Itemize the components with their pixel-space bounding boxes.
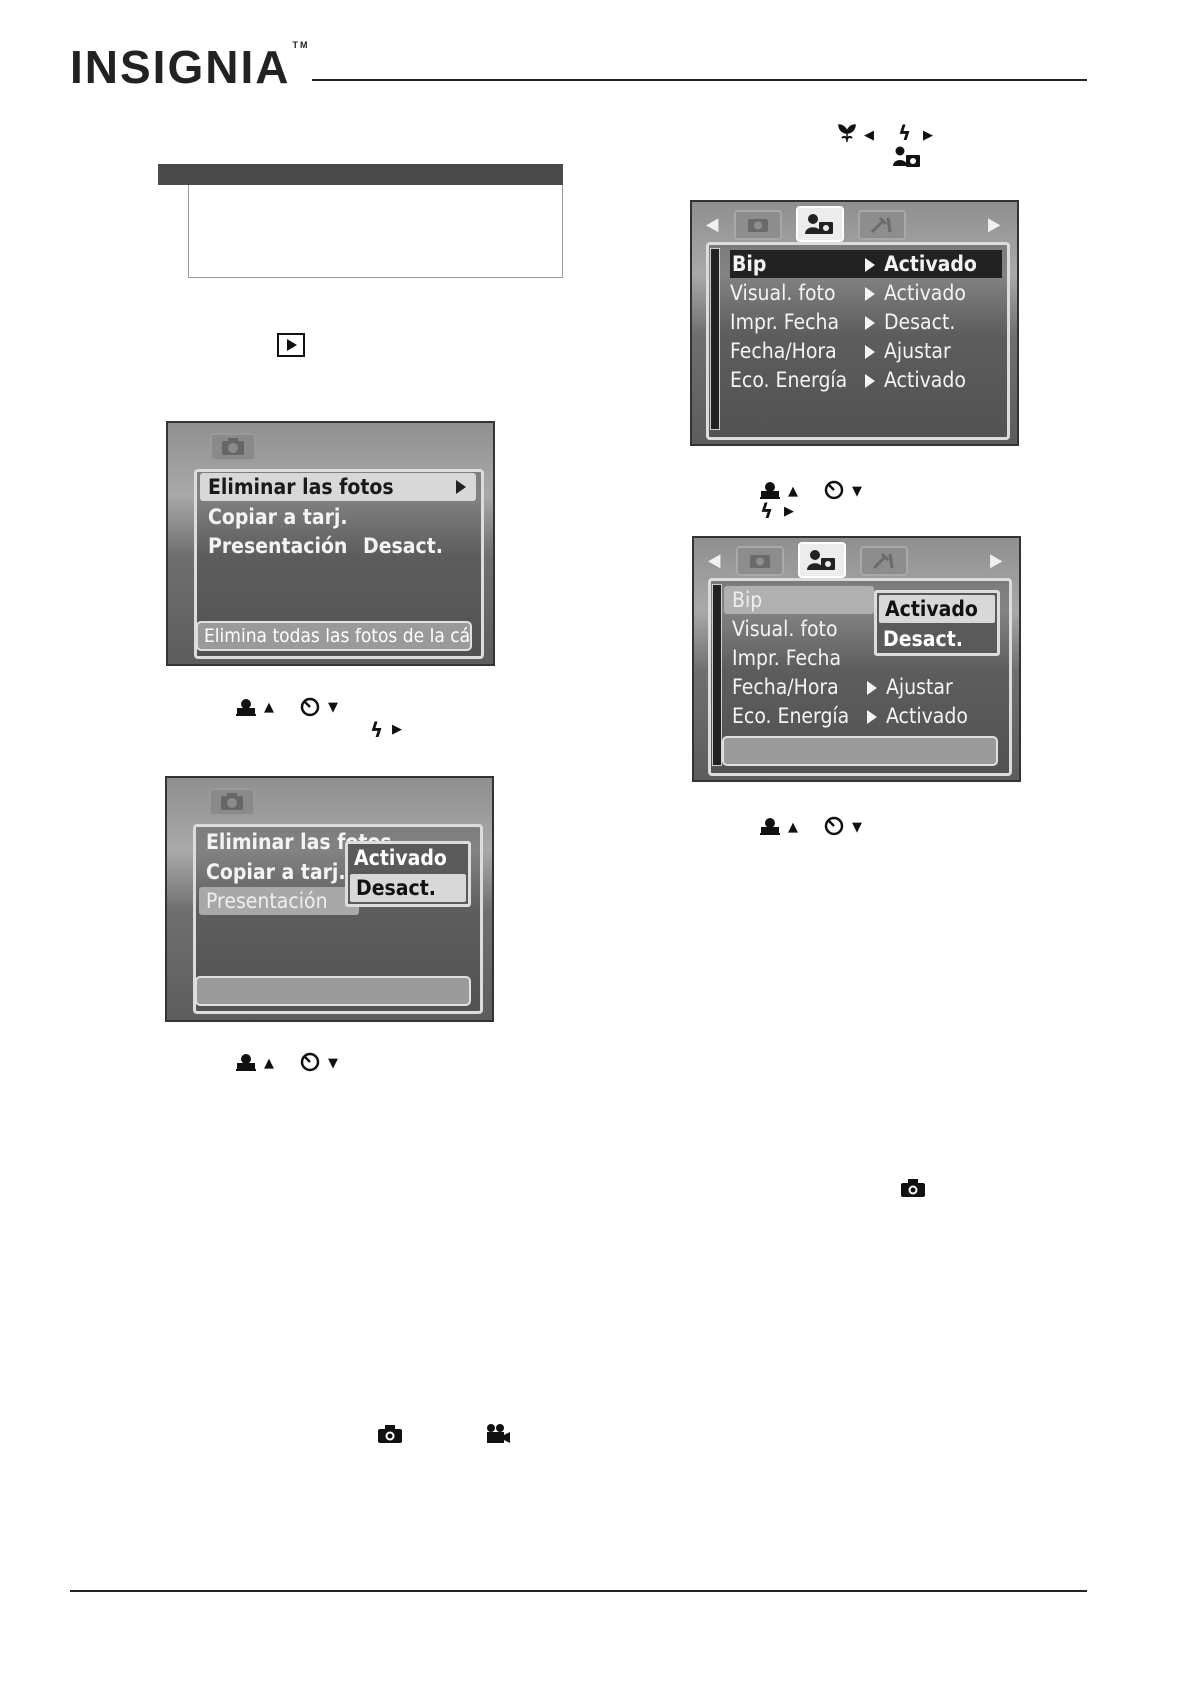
note-box [158, 164, 563, 278]
slideshow-popup: Activado Desact. [345, 841, 471, 907]
timer-icon [824, 816, 844, 840]
camera-tab [210, 433, 256, 461]
wrench-icon [870, 216, 892, 234]
menu-item-presentacion[interactable]: Presentación [199, 887, 359, 915]
status-bar: Elimina todas las fotos de la cá [196, 621, 472, 651]
person-camera-icon [893, 146, 920, 167]
menu-value-visual-foto: Activado [884, 281, 966, 305]
camera-screen-setup-menu: ◀ ▶ Bip Visual. foto Impr. Fecha Fecha/H… [690, 200, 1019, 446]
tab-left-arrow-icon[interactable]: ◀ [708, 550, 721, 571]
arrow-left-icon: ◀ [864, 128, 874, 143]
camera-screen-bip-popup: ◀ ▶ Bip Visual. foto Impr. Fecha Fecha/H… [692, 536, 1021, 782]
menu-value-bip: Activado [884, 252, 977, 276]
camera-tab [209, 788, 255, 816]
camera-icon [378, 1425, 402, 1443]
camera-icon [222, 438, 244, 455]
arrow-down-icon: ▼ [852, 820, 862, 835]
menu-arrow-icon [865, 257, 875, 276]
arrow-up-icon: ▲ [264, 1056, 274, 1071]
camera-icon [221, 793, 243, 810]
play-icon [277, 333, 305, 357]
arrow-right-icon: ▶ [923, 128, 933, 143]
portrait-icon [760, 817, 780, 839]
popup-option-activado[interactable]: Activado [354, 846, 447, 870]
tab-camera[interactable] [734, 210, 782, 240]
menu-arrow-icon [867, 709, 877, 728]
popup-option-activado[interactable]: Activado [879, 595, 995, 623]
arrow-down-icon: ▼ [852, 484, 862, 499]
menu-value-fecha-hora: Ajustar [884, 339, 951, 363]
menu-arrow-icon [865, 344, 875, 363]
menu-item-impr-fecha[interactable]: Impr. Fecha [730, 310, 840, 334]
note-box-body [188, 185, 563, 278]
tab-camera[interactable] [736, 546, 784, 576]
menu-item-eco-energia[interactable]: Eco. Energía [730, 368, 848, 392]
status-bar [195, 976, 471, 1006]
tab-tools[interactable] [858, 210, 906, 240]
menu-item-impr-fecha[interactable]: Impr. Fecha [732, 646, 842, 670]
menu-scrollbar[interactable] [712, 584, 722, 766]
arrow-up-icon: ▲ [788, 820, 798, 835]
menu-value-presentacion: Desact. [363, 534, 443, 558]
flash-icon: ϟ [760, 499, 774, 523]
menu-item-fecha-hora[interactable]: Fecha/Hora [730, 339, 837, 363]
header-rule [312, 79, 1087, 81]
person-camera-icon [807, 550, 835, 570]
portrait-icon [236, 698, 256, 720]
timer-icon [824, 480, 844, 504]
popup-option-desact[interactable]: Desact. [350, 874, 466, 902]
camera-icon [901, 1179, 925, 1197]
menu-item-fecha-hora[interactable]: Fecha/Hora [732, 675, 839, 699]
camera-icon [748, 219, 768, 232]
note-box-header [158, 164, 563, 185]
menu-value-impr-fecha: Desact. [884, 310, 956, 334]
tab-tools[interactable] [860, 546, 908, 576]
menu-item-eliminar[interactable]: Eliminar las fotos [200, 473, 476, 501]
portrait-icon [760, 481, 780, 503]
menu-value-fecha-hora: Ajustar [886, 675, 953, 699]
arrow-up-icon: ▲ [788, 484, 798, 499]
menu-item-copiar[interactable]: Copiar a tarj. [208, 505, 348, 529]
tab-right-arrow-icon[interactable]: ▶ [990, 550, 1003, 571]
menu-item-eco-energia[interactable]: Eco. Energía [732, 704, 850, 728]
menu-item-visual-foto[interactable]: Visual. foto [732, 617, 838, 641]
menu-item-copiar[interactable]: Copiar a tarj. [206, 860, 346, 884]
wrench-icon [872, 552, 894, 570]
person-camera-icon [805, 214, 833, 234]
arrow-down-icon: ▼ [328, 700, 338, 715]
tab-right-arrow-icon[interactable]: ▶ [988, 214, 1001, 235]
tab-setup[interactable] [798, 542, 846, 578]
arrow-right-icon: ▶ [784, 504, 794, 519]
menu-value-eco-energia: Activado [884, 368, 966, 392]
camera-screen-slideshow-popup: Eliminar las fotos Copiar a tarj. Presen… [165, 776, 494, 1022]
menu-arrow-icon [865, 286, 875, 305]
camera-icon [750, 555, 770, 568]
menu-arrow-icon [867, 680, 877, 699]
menu-item-presentacion[interactable]: Presentación [208, 534, 348, 558]
tab-left-arrow-icon[interactable]: ◀ [706, 214, 719, 235]
arrow-right-icon: ▶ [392, 722, 402, 737]
menu-item-visual-foto[interactable]: Visual. foto [730, 281, 836, 305]
camera-screen-delete-menu: Eliminar las fotos Copiar a tarj. Presen… [166, 421, 495, 666]
popup-option-desact[interactable]: Desact. [883, 627, 963, 651]
flash-icon: ϟ [370, 718, 384, 742]
timer-icon [300, 697, 320, 721]
menu-arrow-icon [865, 373, 875, 392]
menu-scrollbar[interactable] [710, 248, 720, 430]
portrait-icon [236, 1053, 256, 1075]
flash-icon: ϟ [898, 121, 912, 145]
arrow-down-icon: ▼ [328, 1056, 338, 1071]
bip-popup: Activado Desact. [874, 590, 1000, 656]
menu-arrow-icon [865, 315, 875, 334]
footer-rule [70, 1590, 1087, 1592]
menu-value-eco-energia: Activado [886, 704, 968, 728]
macro-icon [838, 124, 856, 142]
timer-icon [300, 1052, 320, 1076]
status-bar [722, 736, 998, 766]
menu-item-bip[interactable]: Bip [724, 586, 874, 614]
video-camera-icon [487, 1424, 510, 1443]
tab-setup[interactable] [796, 206, 844, 242]
arrow-up-icon: ▲ [264, 700, 274, 715]
